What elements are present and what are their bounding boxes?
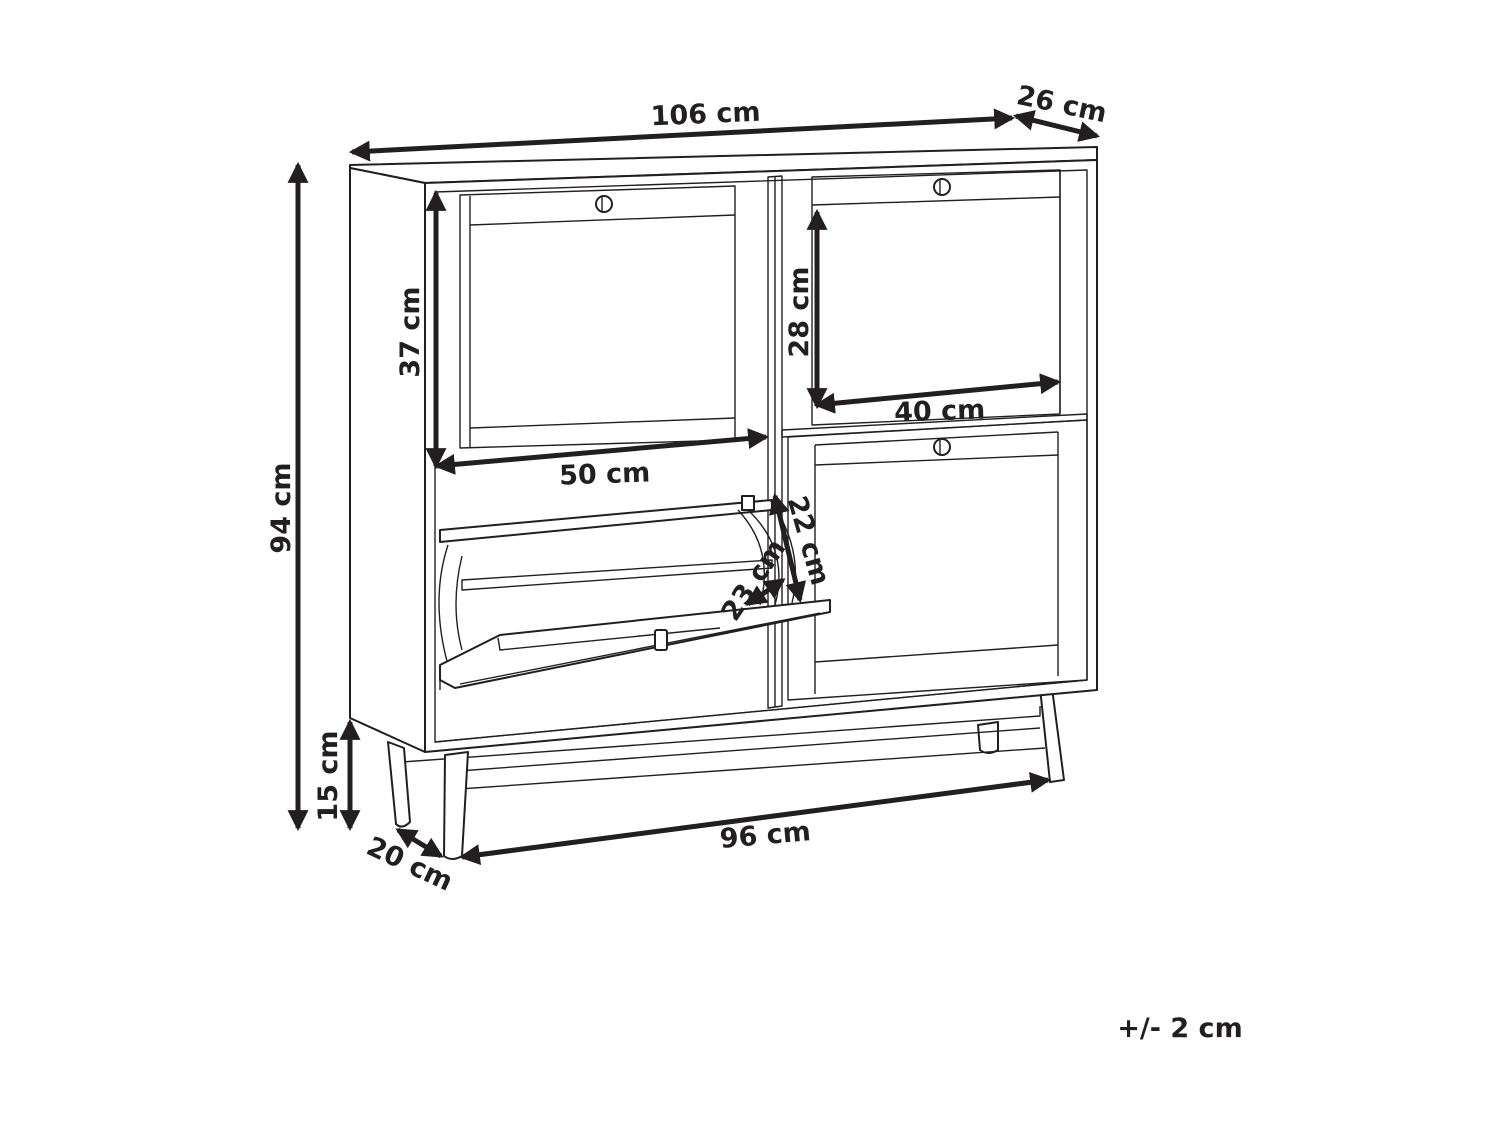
width-dimension-line [348, 108, 1016, 162]
flap-height-dimension-line [768, 492, 807, 604]
dimension-lines [287, 108, 1101, 866]
left-compartment-height-label: 37 cm [395, 286, 426, 377]
leg-span-dimension-line [458, 771, 1052, 866]
leg-depth-label: 20 cm [362, 831, 458, 898]
pull-handle-icon [654, 629, 668, 651]
knob-icon [933, 438, 951, 456]
depth-dimension-line [1012, 110, 1101, 142]
cabinet-drawing [349, 146, 1098, 860]
tilt-out-shoe-drawer [438, 495, 831, 690]
depth-label: 26 cm [1014, 80, 1110, 129]
knob-icon [933, 178, 951, 196]
right-compartment-width-label: 40 cm [894, 394, 986, 428]
left-compartment-width-label: 50 cm [559, 457, 651, 491]
tolerance-note: +/- 2 cm [1117, 1013, 1242, 1044]
back-legs [977, 687, 1065, 783]
width-label: 106 cm [650, 97, 761, 133]
drawer-depth-dimension-line [745, 577, 786, 607]
right-compartment-width-line [813, 373, 1062, 414]
leg-span-label: 96 cm [719, 816, 812, 855]
height-label: 94 cm [266, 462, 297, 553]
knob-icon [595, 195, 613, 213]
leg-height-label: 15 cm [313, 730, 344, 821]
left-compartment-width-line [433, 428, 770, 475]
right-compartment-height-label: 28 cm [784, 266, 815, 357]
leg-depth-dimension-line [395, 827, 444, 859]
